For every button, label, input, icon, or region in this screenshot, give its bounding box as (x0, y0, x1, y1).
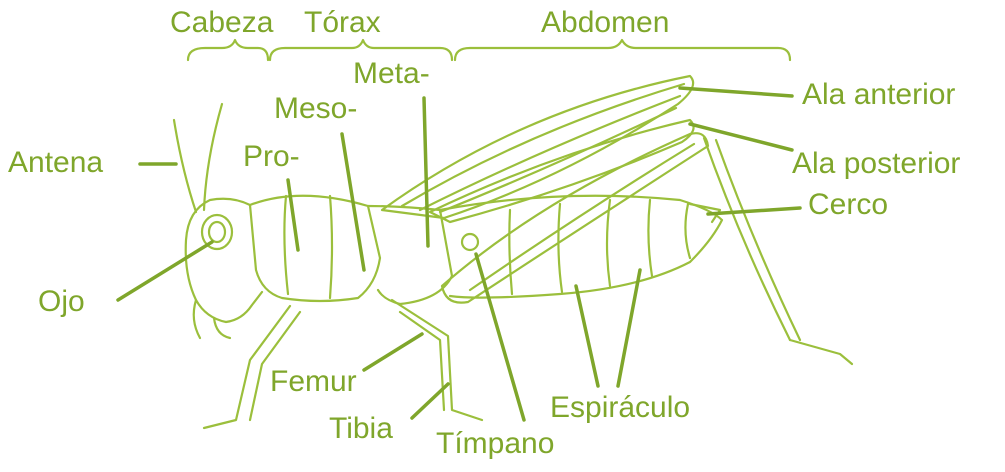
label-prothorax: Pro- (243, 142, 300, 172)
leader-spiracle-2 (618, 270, 640, 386)
leader-femur (364, 334, 422, 370)
label-metathorax: Meta- (353, 59, 430, 89)
leader-mesothorax (342, 134, 364, 270)
hind-tarsus (790, 340, 852, 364)
label-spiracle: Espiráculo (550, 393, 690, 423)
leader-prothorax (288, 180, 298, 250)
label-antenna: Antena (8, 148, 103, 178)
leader-metathorax (424, 98, 428, 246)
antenna-1 (174, 120, 196, 212)
leader-eye (118, 242, 212, 300)
label-cercus: Cerco (808, 190, 888, 220)
head-brace (188, 40, 268, 60)
leader-tympanum (476, 254, 524, 420)
label-head: Cabeza (170, 8, 273, 38)
label-tibia: Tibia (329, 414, 393, 444)
label-thorax: Tórax (304, 8, 381, 38)
antenna-2 (204, 104, 222, 210)
hind-tibia (704, 138, 790, 340)
tympanum-organ (462, 234, 478, 250)
label-forewing: Ala anterior (802, 80, 955, 110)
meso-metathorax (368, 206, 452, 304)
label-eye: Ojo (38, 287, 85, 317)
abdomen-brace (455, 40, 790, 60)
label-mesothorax: Meso- (274, 94, 357, 124)
leader-spiracle-1 (576, 286, 598, 386)
leader-forewing (680, 88, 792, 96)
middle-leg (392, 300, 482, 420)
label-tympanum: Tímpano (436, 429, 554, 459)
label-abdomen: Abdomen (541, 8, 669, 38)
leader-cercus (708, 208, 800, 214)
label-hindwing: Ala posterior (792, 149, 960, 179)
label-femur: Femur (270, 367, 357, 397)
